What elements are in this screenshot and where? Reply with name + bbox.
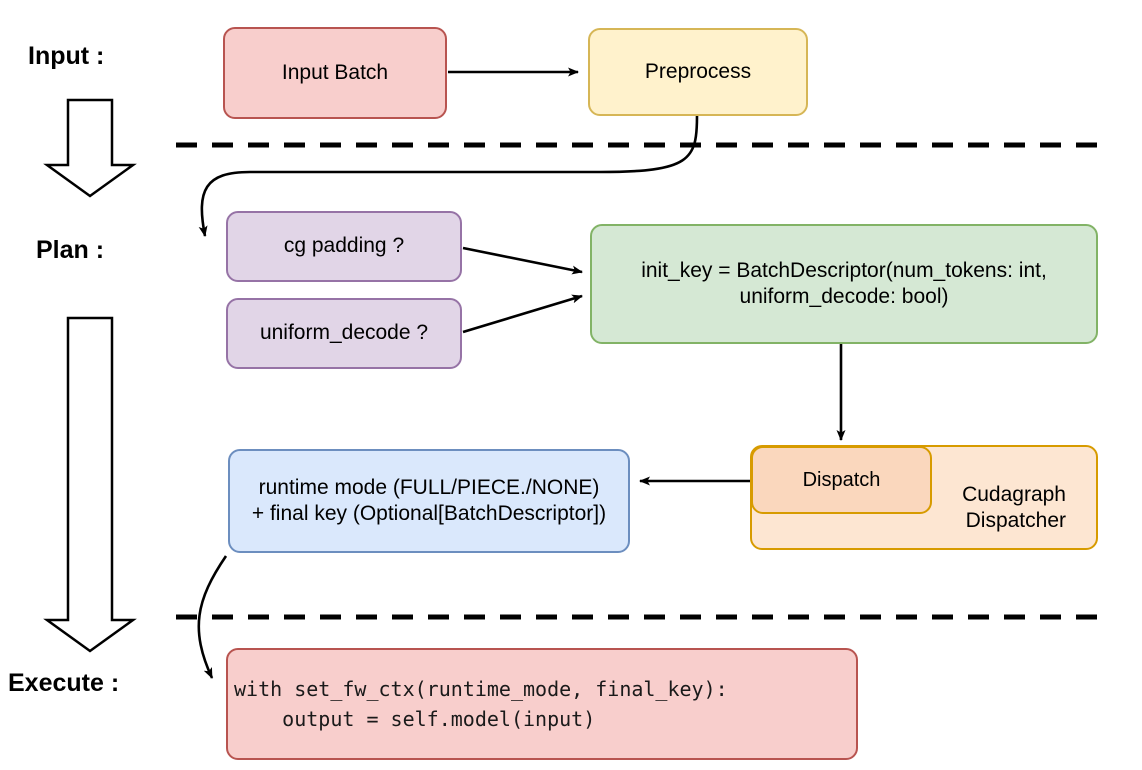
node-cudagraph-dispatcher-line1: Cudagraph [962, 482, 1066, 506]
node-input-batch-label: Input Batch [281, 60, 389, 84]
node-preprocess[interactable]: Preprocess [588, 28, 808, 116]
arrow-cg-padding-to-init-key [462, 246, 583, 275]
node-runtime-mode-line1: runtime mode (FULL/PIECE./NONE) [258, 475, 600, 499]
node-input-batch[interactable]: Input Batch [223, 27, 447, 119]
arrow-uniform-decode-to-init-key [462, 294, 583, 334]
node-preprocess-label: Preprocess [644, 59, 752, 83]
node-dispatch[interactable]: Dispatch [751, 446, 932, 514]
node-runtime-mode-line2: + final key (Optional[BatchDescriptor]) [251, 502, 607, 525]
section-label-plan: Plan : [36, 236, 105, 264]
plan-to-execute-arrow [43, 316, 137, 653]
node-init-key[interactable]: init_key = BatchDescriptor(num_tokens: i… [590, 224, 1098, 344]
arrow-runtime-mode-to-execute-code [197, 555, 228, 679]
node-uniform-decode-label: uniform_decode ? [259, 321, 429, 345]
node-init-key-line2: uniform_decode: bool) [739, 285, 949, 308]
node-dispatch-label: Dispatch [802, 468, 881, 491]
node-execute-code-line1: with set_fw_ctx(runtime_mode, final_key)… [234, 677, 728, 701]
section-label-input: Input : [28, 42, 105, 70]
node-runtime-mode[interactable]: runtime mode (FULL/PIECE./NONE) + final … [228, 449, 630, 553]
node-cudagraph-dispatcher-line2: Dispatcher [965, 508, 1066, 532]
node-cg-padding[interactable]: cg padding ? [226, 211, 462, 282]
node-init-key-line1: init_key = BatchDescriptor(num_tokens: i… [641, 258, 1047, 282]
input-to-plan-arrow [43, 98, 137, 198]
node-cg-padding-label: cg padding ? [283, 234, 405, 258]
node-execute-code[interactable]: with set_fw_ctx(runtime_mode, final_key)… [226, 648, 858, 760]
section-label-execute: Execute : [8, 669, 120, 697]
node-uniform-decode[interactable]: uniform_decode ? [226, 298, 462, 369]
node-execute-code-line2: output = self.model(input) [234, 707, 596, 731]
